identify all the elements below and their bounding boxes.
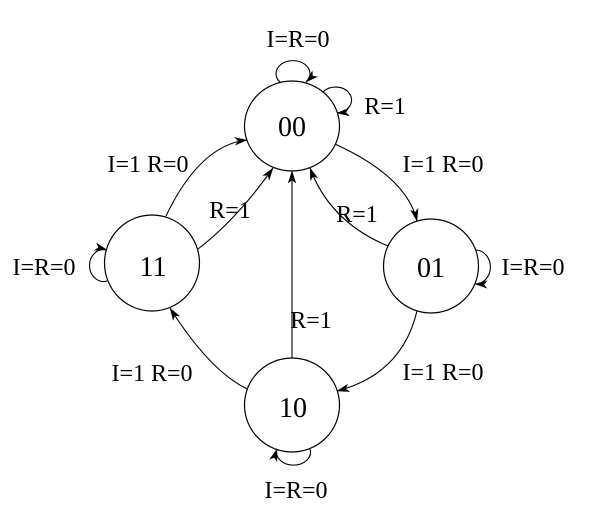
transition-00-to-01 [334, 143, 419, 222]
self-loop-11-left [88, 242, 108, 283]
self-loop-00-top [275, 60, 319, 83]
label-transition-11-to-00-reset: R=1 [209, 198, 251, 224]
label-transition-01-to-10: I=1 R=0 [402, 360, 483, 386]
self-loop-00-right [322, 86, 353, 117]
label-self-loop-11-left: I=R=0 [12, 255, 75, 281]
transition-01-to-00-reset [309, 167, 389, 247]
label-transition-01-to-00-reset: R=1 [336, 202, 378, 228]
label-transition-11-to-00: I=1 R=0 [107, 152, 188, 178]
state-label-00: 00 [278, 112, 306, 143]
state-node-01 [382, 218, 480, 314]
transition-11-to-00-reset [197, 167, 274, 250]
state-label-01: 01 [417, 253, 445, 284]
state-label-10: 10 [279, 393, 307, 424]
label-transition-00-to-01: I=1 R=0 [402, 152, 483, 178]
label-transition-10-to-11: I=1 R=0 [111, 361, 192, 387]
self-loop-10-bottom [269, 448, 312, 466]
state-node-11 [103, 214, 201, 312]
label-self-loop-01-right: I=R=0 [501, 255, 564, 281]
label-self-loop-00-top: I=R=0 [266, 27, 329, 53]
transition-11-to-00 [165, 137, 248, 217]
self-loop-01-right [474, 249, 491, 289]
transition-01-to-10 [336, 310, 418, 392]
transition-10-to-11 [169, 307, 248, 390]
label-transition-10-to-00-reset: R=1 [290, 308, 332, 334]
label-self-loop-00-right: R=1 [364, 94, 406, 120]
state-label-11: 11 [140, 252, 167, 283]
label-self-loop-10-bottom: I=R=0 [264, 478, 327, 504]
